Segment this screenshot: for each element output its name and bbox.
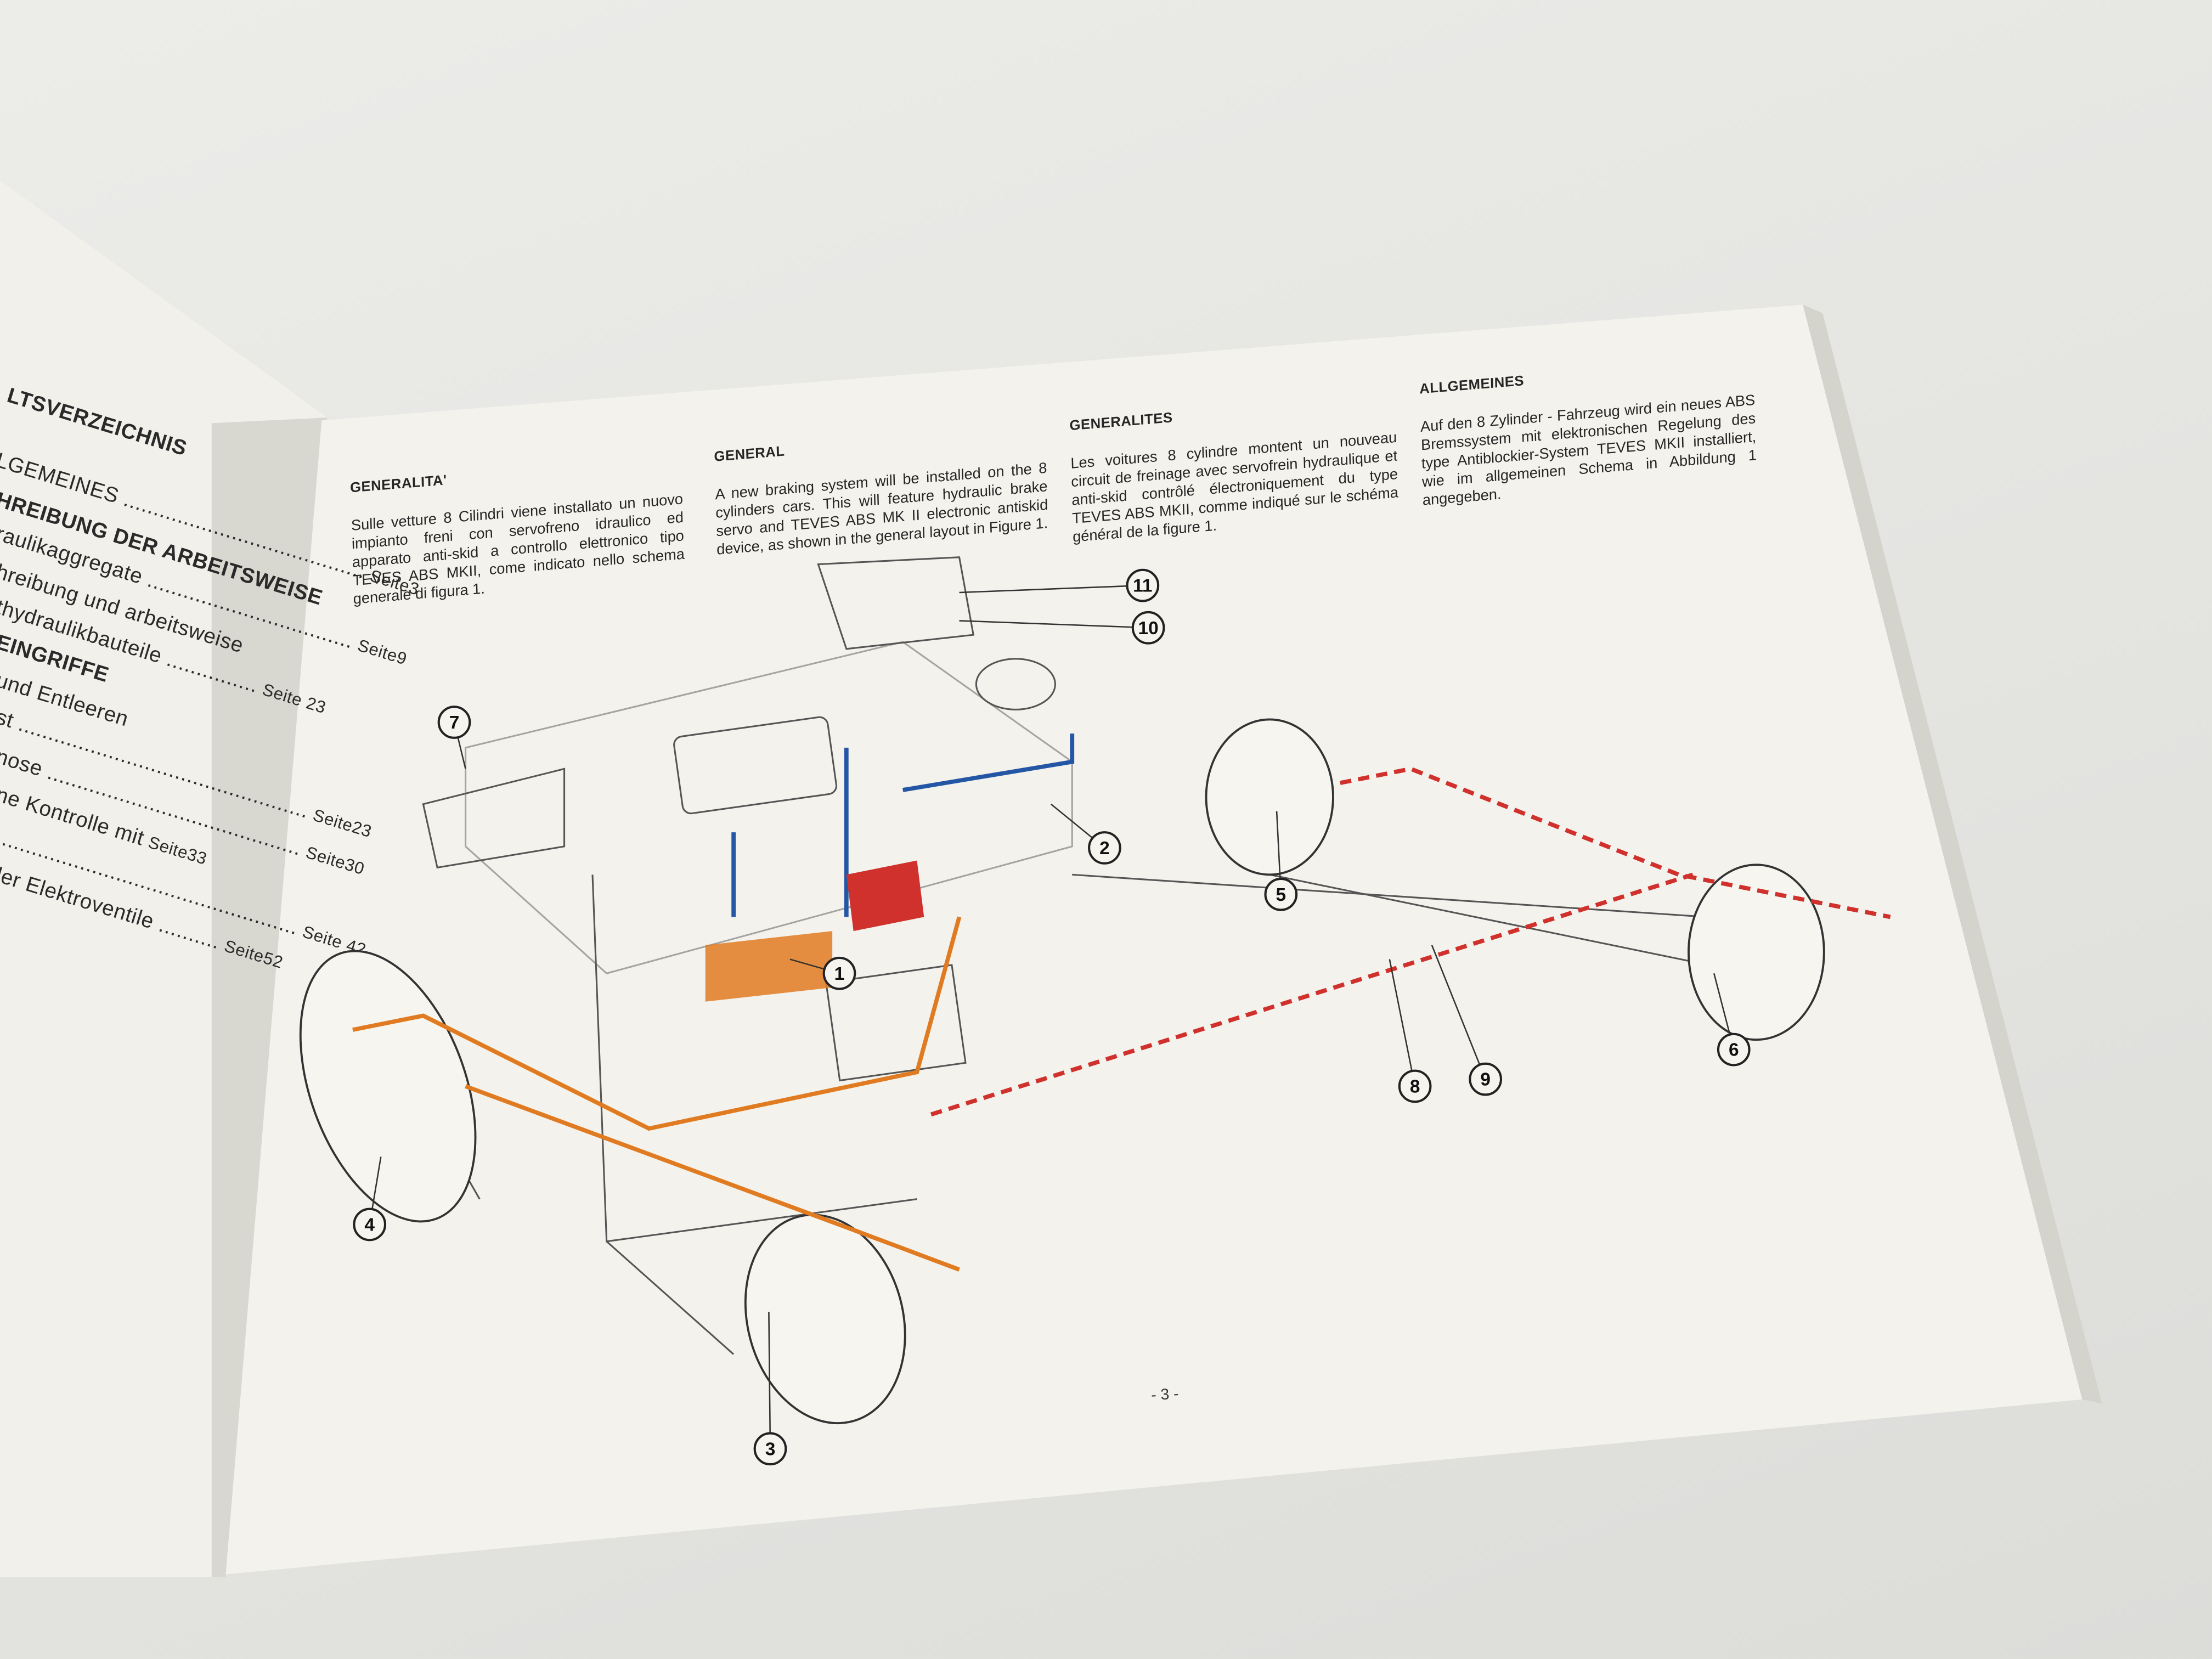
callout-5: 5 — [1264, 811, 1298, 911]
callout-number: 6 — [1729, 1040, 1739, 1060]
callout-circle — [1469, 1062, 1503, 1096]
callout-8: 8 — [1389, 959, 1432, 1103]
callout-1: 1 — [789, 956, 856, 990]
callout-number: 8 — [1410, 1077, 1420, 1097]
callout-circle — [353, 1207, 387, 1242]
rear-right-disc — [1688, 864, 1825, 1041]
callout-circle — [753, 1432, 787, 1466]
callout-number: 5 — [1276, 885, 1286, 905]
callout-circle — [822, 956, 856, 990]
callout-circle — [1398, 1069, 1432, 1103]
hydraulic-lines — [352, 733, 1891, 1272]
master-cylinder-red — [846, 860, 924, 932]
callout-11: 11 — [959, 568, 1160, 602]
callout-circle — [1088, 831, 1121, 865]
diagram-linework — [422, 556, 1750, 1355]
callout-10: 10 — [959, 611, 1165, 645]
callout-9: 9 — [1431, 945, 1503, 1096]
front-right-disc — [1205, 718, 1334, 876]
page-edge — [1803, 304, 2102, 1404]
callout-number: 3 — [765, 1439, 776, 1459]
front-left-disc — [299, 950, 477, 1223]
callouts: 1 2 3 4 5 6 7 8 9 10 11 — [353, 568, 1751, 1466]
callout-number: 2 — [1099, 838, 1110, 859]
callout-circle — [1264, 877, 1298, 911]
leader-line — [959, 584, 1143, 594]
callout-number: 7 — [449, 713, 460, 733]
callout-7: 7 — [437, 706, 471, 769]
brake-discs — [299, 718, 1825, 1425]
leader-line — [959, 620, 1149, 629]
callout-circle — [1717, 1032, 1751, 1066]
callout-number: 4 — [364, 1215, 375, 1235]
callout-circle — [1131, 611, 1165, 645]
callout-circle — [437, 706, 471, 739]
leader-line — [768, 1312, 771, 1449]
rear-left-disc — [744, 1214, 906, 1425]
leader-line — [1431, 945, 1486, 1080]
callout-number: 1 — [834, 964, 845, 984]
page-number: - 3 - — [1150, 1386, 1180, 1404]
callout-3: 3 — [753, 1312, 787, 1466]
right-page — [225, 304, 2083, 1575]
callout-circle — [1126, 568, 1160, 602]
callout-number: 11 — [1133, 576, 1152, 596]
callout-2: 2 — [1050, 803, 1121, 865]
booster-orange — [705, 931, 833, 1002]
leader-line — [1389, 959, 1416, 1087]
callout-6: 6 — [1713, 973, 1751, 1066]
callout-4: 4 — [353, 1156, 387, 1242]
callout-number: 9 — [1480, 1070, 1491, 1090]
callout-number: 10 — [1138, 618, 1159, 639]
